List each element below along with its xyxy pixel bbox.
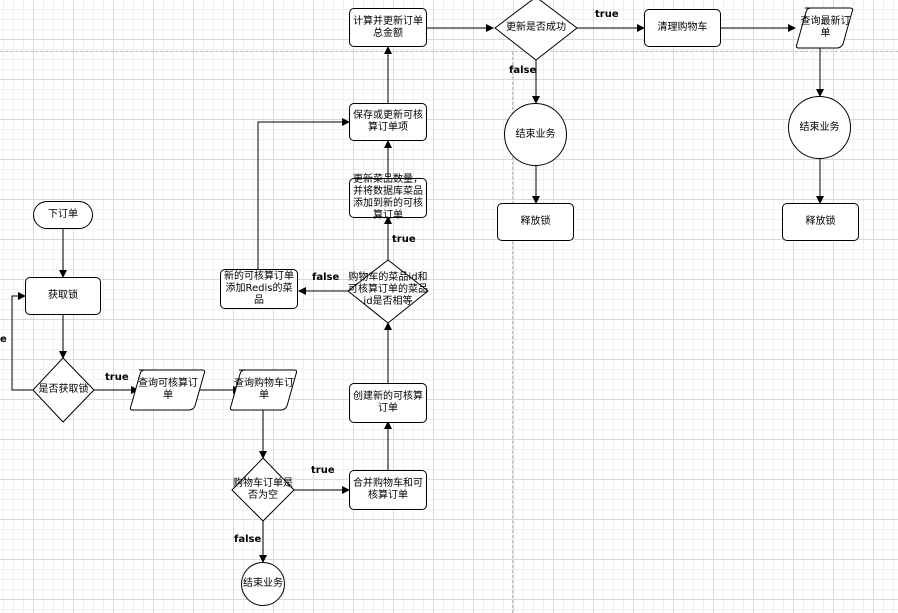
update-success-node: 更新是否成功 — [497, 15, 575, 41]
end-business-bottom-node: 结束业务 — [241, 562, 285, 606]
update-success-label: 更新是否成功 — [506, 22, 566, 33]
create-settle-order-node: 创建新的可核算订单 — [349, 383, 427, 423]
cart-empty-check-node: 购物车订单是否为空 — [229, 476, 297, 504]
release-lock-mid-node: 释放锁 — [497, 203, 574, 241]
edge-check-false-loop — [11, 292, 33, 391]
end-business-right-node: 结束业务 — [788, 96, 851, 159]
io-shape-query-latest — [795, 7, 854, 49]
decision-shape-empty — [231, 457, 295, 522]
query-settle-order-label: 查询可核算订单 — [138, 378, 198, 401]
calc-update-total-node: 计算并更新订单总金额 — [349, 8, 427, 47]
end-business-right-label: 结束业务 — [799, 121, 840, 133]
start-order-label: 下订单 — [48, 209, 78, 220]
merge-orders-label: 合并购物车和可核算订单 — [353, 478, 423, 501]
label-compare-true: true — [392, 234, 416, 245]
get-lock-node: 获取锁 — [25, 277, 101, 315]
release-lock-mid-label: 释放锁 — [520, 216, 551, 227]
calc-update-total-label: 计算并更新订单总金额 — [353, 15, 423, 39]
compare-product-ids-node: 购物车的菜品id和可核算订单的菜品id是否相等 — [345, 270, 431, 310]
compare-product-ids-label: 购物车的菜品id和可核算订单的菜品id是否相等 — [348, 272, 428, 307]
io-shape-query-settle — [129, 369, 206, 411]
clear-cart-node: 清理购物车 — [644, 9, 721, 47]
label-update-false: false — [509, 65, 537, 76]
get-lock-label: 获取锁 — [48, 290, 78, 301]
create-settle-order-label: 创建新的可核算订单 — [353, 391, 423, 414]
decision-shape-compare — [347, 259, 429, 324]
label-update-true: true — [595, 9, 619, 20]
label-lock-false-partial: e — [0, 334, 7, 345]
cart-empty-check-label: 购物车订单是否为空 — [233, 478, 293, 501]
new-settle-redis-node: 新的可核算订单添加Redis的菜品 — [220, 269, 298, 309]
save-update-items-node: 保存或更新可核算订单项 — [349, 103, 427, 141]
is-locked-label: 是否获取锁 — [38, 384, 89, 395]
merge-orders-node: 合并购物车和可核算订单 — [349, 470, 427, 510]
start-order-node: 下订单 — [33, 201, 93, 229]
label-compare-false: false — [312, 272, 340, 283]
release-lock-right-label: 释放锁 — [805, 216, 836, 227]
is-locked-node: 是否获取锁 — [33, 374, 94, 406]
io-shape-query-cart — [229, 369, 298, 411]
query-cart-order-label: 查询购物车订单 — [234, 378, 294, 401]
decision-shape-lock — [32, 357, 95, 423]
end-business-bottom-label: 结束业务 — [243, 578, 283, 589]
label-empty-true: true — [311, 465, 335, 476]
save-update-items-label: 保存或更新可核算订单项 — [353, 110, 423, 133]
shapes — [32, 0, 854, 522]
update-quantity-label: 更新菜品数量，并将数据库菜品添加到新的可核算订单 — [353, 174, 423, 221]
edge-redis-to-save — [257, 118, 350, 269]
end-business-mid-label: 结束业务 — [515, 128, 556, 140]
release-lock-right-node: 释放锁 — [782, 203, 859, 241]
query-settle-order-node: 查询可核算订单 — [132, 370, 204, 410]
end-business-mid-node: 结束业务 — [504, 103, 567, 166]
update-quantity-node: 更新菜品数量，并将数据库菜品添加到新的可核算订单 — [349, 174, 427, 221]
edges — [11, 24, 824, 563]
new-settle-redis-label: 新的可核算订单添加Redis的菜品 — [224, 271, 294, 306]
dashed-page-break-vertical — [512, 52, 513, 613]
query-latest-order-node: 查询最新订单 — [797, 8, 854, 48]
dashed-page-break-horizontal — [0, 51, 898, 52]
decision-shape-success — [494, 0, 578, 61]
label-empty-false: false — [234, 534, 262, 545]
clear-cart-label: 清理购物车 — [657, 22, 708, 33]
query-cart-order-node: 查询购物车订单 — [230, 370, 298, 410]
label-lock-true: true — [105, 372, 129, 383]
query-latest-order-label: 查询最新订单 — [800, 16, 851, 39]
